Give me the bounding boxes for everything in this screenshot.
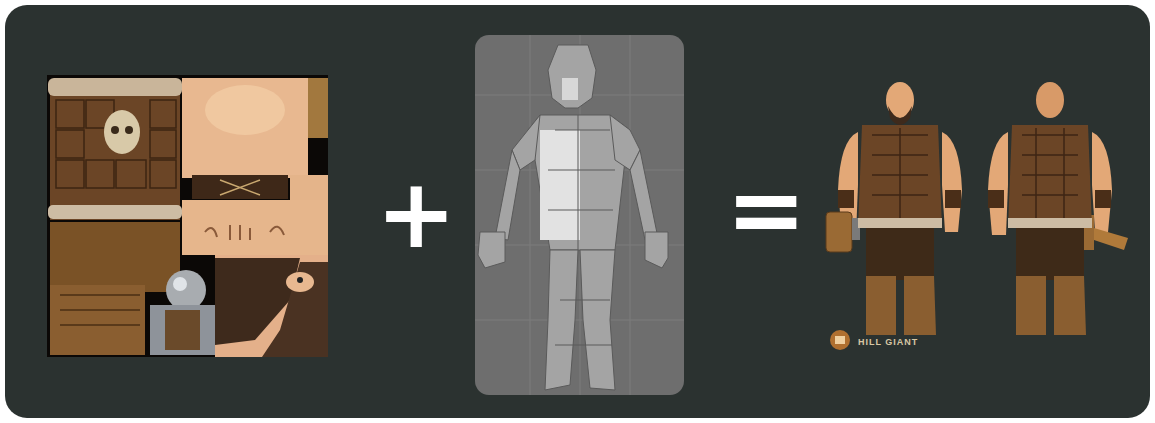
equals-sign: =	[726, 162, 806, 258]
texture-atlas	[47, 75, 328, 357]
character-name: HILL GIANT	[858, 337, 918, 347]
logo-icon	[835, 336, 845, 344]
wireframe-mesh	[475, 35, 684, 395]
panel	[5, 5, 1150, 418]
plus-sign: +	[376, 166, 456, 262]
character-front	[826, 82, 962, 335]
character-back	[988, 82, 1128, 335]
logo-icon	[830, 330, 850, 350]
